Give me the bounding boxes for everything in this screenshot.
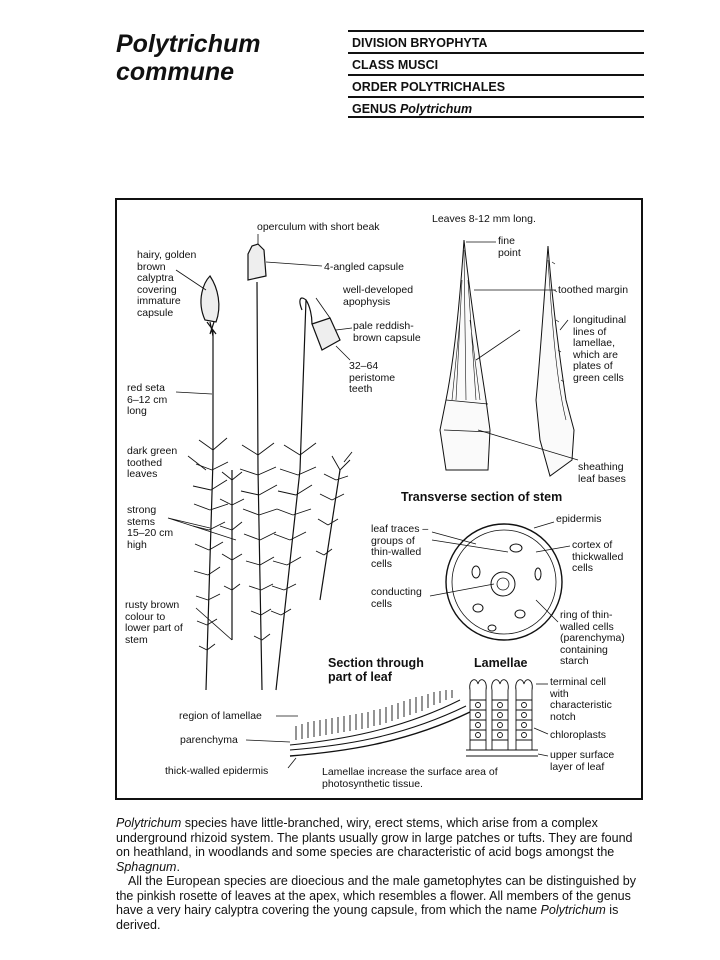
label-red-seta: red seta 6–12 cm long bbox=[127, 382, 168, 417]
caption-lamellae: Lamellae increase the surface area of ph… bbox=[322, 766, 498, 790]
heading-lamellae: Lamellae bbox=[474, 656, 528, 670]
p2-body: All the European species are dioecious a… bbox=[116, 874, 636, 917]
heading-leaf-section: Section through part of leaf bbox=[328, 656, 424, 684]
taxonomy-class: CLASS MUSCI bbox=[348, 52, 644, 74]
term-polytrichum-2: Polytrichum bbox=[540, 903, 606, 917]
title-species: commune bbox=[116, 58, 235, 86]
label-leaf-traces: leaf traces – groups of thin-walled cell… bbox=[371, 523, 429, 570]
p2-end: is derived. bbox=[116, 903, 619, 932]
moss-leaves bbox=[192, 437, 353, 651]
label-apophysis: well-developed apophysis bbox=[343, 284, 414, 308]
label-epidermis: epidermis bbox=[556, 513, 602, 525]
plant-leader-lines bbox=[167, 234, 353, 641]
taxonomy-genus-prefix: GENUS bbox=[352, 102, 397, 116]
label-pale-capsule: pale reddish- brown capsule bbox=[353, 320, 421, 344]
species-title: Polytrichum commune bbox=[116, 30, 260, 86]
lamellae-drawing bbox=[466, 679, 538, 757]
label-operculum: operculum with short beak bbox=[257, 221, 380, 233]
label-conducting-cells: conducting cells bbox=[371, 586, 422, 610]
stem-leader-lines bbox=[429, 521, 571, 623]
description-paragraph-2: All the European species are dioecious a… bbox=[116, 874, 648, 932]
label-leaf-size: Leaves 8-12 mm long. bbox=[432, 213, 536, 225]
label-lamellae-lines: longitudinal lines of lamellae, which ar… bbox=[573, 314, 627, 384]
leaf-drawing bbox=[439, 239, 575, 477]
label-region-lamellae: region of lamellae bbox=[179, 710, 262, 722]
leaf-leader-lines bbox=[466, 241, 579, 461]
label-parenchyma: parenchyma bbox=[180, 734, 238, 746]
leaf-section-leader-lines bbox=[245, 715, 298, 769]
title-genus: Polytrichum bbox=[116, 30, 261, 58]
label-rusty-brown: rusty brown colour to lower part of stem bbox=[125, 599, 183, 646]
label-cortex: cortex of thickwalled cells bbox=[572, 539, 624, 574]
label-calyptra: hairy, golden brown calyptra covering im… bbox=[137, 249, 197, 319]
taxonomy-genus-name: Polytrichum bbox=[399, 102, 473, 116]
p1-end: . bbox=[176, 859, 180, 874]
label-strong-stems: strong stems 15–20 cm high bbox=[127, 504, 174, 551]
p1-body: species have little-branched, wiry, erec… bbox=[116, 816, 633, 859]
leaf-section-drawing bbox=[289, 690, 471, 757]
taxonomy-division: DIVISION BRYOPHYTA bbox=[348, 30, 644, 52]
description-paragraph-1: Polytrichum species have little-branched… bbox=[116, 816, 648, 874]
description-text: Polytrichum species have little-branched… bbox=[116, 816, 648, 932]
label-fine-point: fine point bbox=[498, 235, 521, 259]
label-4-angled-capsule: 4-angled capsule bbox=[324, 261, 404, 273]
taxonomy-table: DIVISION BRYOPHYTA CLASS MUSCI ORDER POL… bbox=[348, 30, 644, 118]
label-thick-walled-epidermis: thick-walled epidermis bbox=[165, 765, 269, 777]
stem-section-drawing bbox=[445, 523, 563, 641]
label-sheathing-bases: sheathing leaf bases bbox=[578, 461, 626, 485]
taxonomy-genus: GENUS Polytrichum bbox=[348, 96, 644, 118]
label-upper-surface: upper surface layer of leaf bbox=[550, 749, 615, 773]
lamellae-leader-lines bbox=[533, 683, 549, 757]
label-dark-green-leaves: dark green toothed leaves bbox=[127, 445, 178, 480]
diagram-frame bbox=[115, 198, 643, 800]
label-parenchyma-ring: ring of thin- walled cells (parenchyma) … bbox=[560, 609, 625, 667]
label-toothed-margin: toothed margin bbox=[558, 284, 629, 296]
term-sphagnum: Sphagnum bbox=[116, 859, 177, 874]
label-peristome-teeth: 32–64 peristome teeth bbox=[349, 360, 396, 395]
term-polytrichum: Polytrichum bbox=[116, 816, 182, 830]
heading-stem-section: Transverse section of stem bbox=[401, 490, 563, 504]
taxonomy-order: ORDER POLYTRICHALES bbox=[348, 74, 644, 96]
label-terminal-cell: terminal cell with characteristic notch bbox=[550, 676, 612, 723]
moss-plant bbox=[192, 243, 353, 691]
label-chloroplasts: chloroplasts bbox=[550, 729, 607, 741]
